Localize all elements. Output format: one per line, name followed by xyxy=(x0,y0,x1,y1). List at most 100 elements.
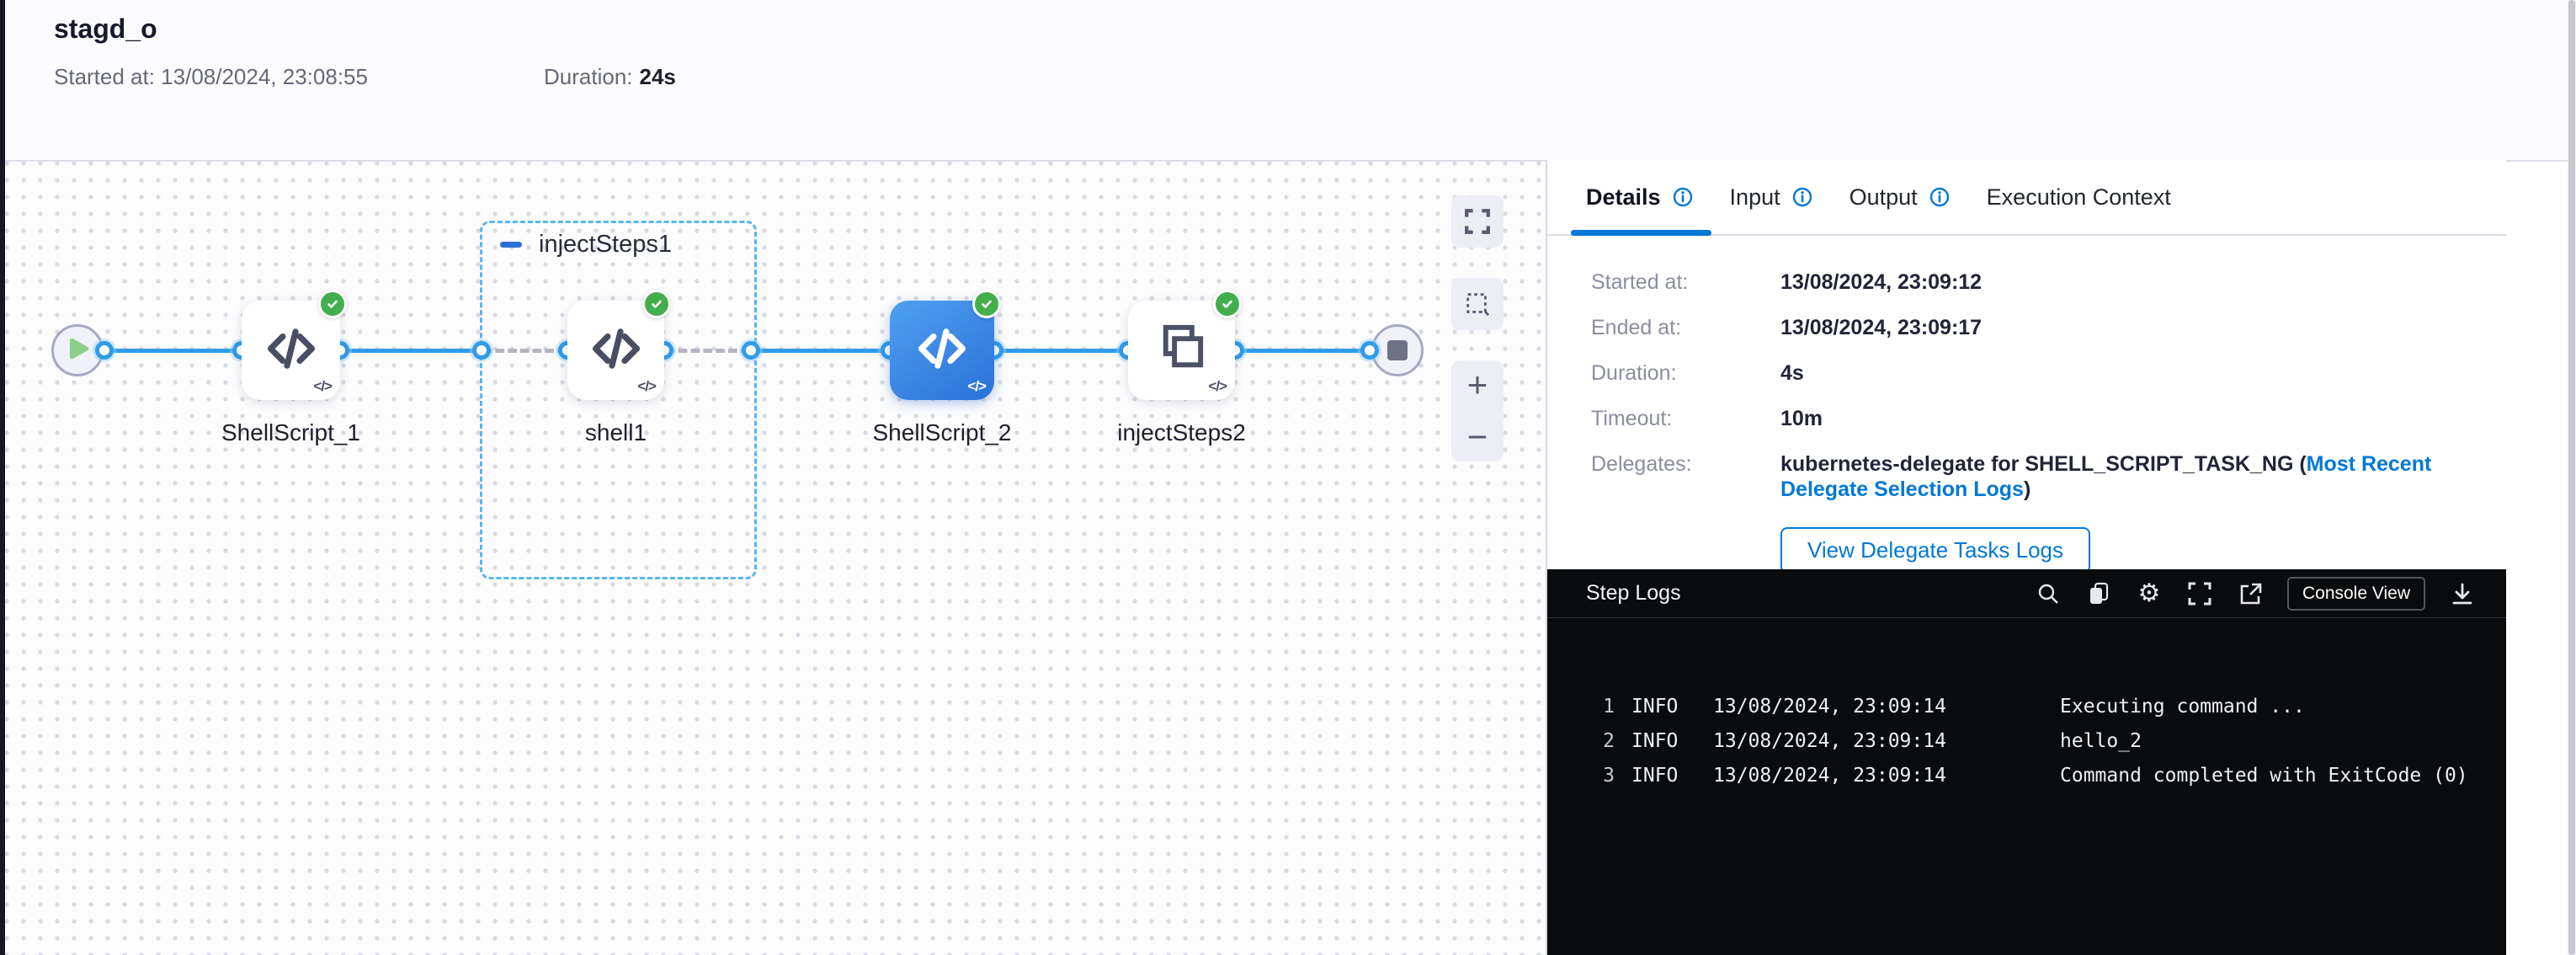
marquee-select-icon xyxy=(1464,291,1491,317)
stage-duration: Duration:24s xyxy=(544,64,676,90)
step-node-shellscript_2[interactable]: </> xyxy=(890,290,1001,400)
info-icon[interactable] xyxy=(1669,184,1696,211)
copy-logs-icon[interactable] xyxy=(2085,580,2112,607)
step-details-panel: Details Input Output Execution Context Star… xyxy=(1546,160,2506,955)
delegates-label: Delegates: xyxy=(1591,452,1692,476)
step-node-label: shell1 xyxy=(584,419,647,445)
step-icon-copy xyxy=(1151,317,1213,384)
detail-value: 10m xyxy=(1780,407,1823,430)
stage-duration-label: Duration: xyxy=(544,64,633,89)
open-in-new-icon[interactable] xyxy=(2237,580,2264,607)
tab-label: Output xyxy=(1849,184,1918,210)
step-group-header: injectSteps1 xyxy=(500,231,672,259)
log-level: INFO xyxy=(1631,764,1679,787)
delegate-selection-logs-link[interactable]: Most Recent Delegate Selection Logs xyxy=(1780,452,2432,501)
pipeline-start-node xyxy=(51,324,104,376)
left-edge-border xyxy=(0,0,5,955)
step-logs-header: Step Logs ⚙ Console View xyxy=(1547,569,2506,618)
pipeline-edge xyxy=(340,349,482,353)
detail-value: 13/08/2024, 23:09:17 xyxy=(1780,316,1983,339)
step-detail-tabs: Details Input Output Execution Context xyxy=(1547,160,2506,236)
detail-value: 4s xyxy=(1780,361,1804,385)
gear-icon: ⚙ xyxy=(2137,579,2161,607)
scrollbar-thumb[interactable] xyxy=(2568,0,2575,955)
collapse-group-icon[interactable] xyxy=(500,242,522,248)
log-timestamp: 13/08/2024, 23:09:14 xyxy=(1713,695,1946,718)
stop-icon xyxy=(1387,340,1408,360)
pipeline-edge-dashed xyxy=(664,349,751,353)
step-group-label: injectSteps1 xyxy=(539,231,672,258)
delegates-value-text: kubernetes-delegate for SHELL_SCRIPT_TAS… xyxy=(1780,452,2307,476)
info-icon[interactable] xyxy=(1926,184,1953,211)
canvas-marquee-select-button[interactable] xyxy=(1451,278,1504,330)
tab-execution-context[interactable]: Execution Context xyxy=(1970,160,2188,234)
console-view-button[interactable]: Console View xyxy=(2286,576,2425,611)
detail-label: Duration: xyxy=(1591,361,1677,385)
edge-connector-dot xyxy=(95,341,114,360)
zoom-in-button[interactable]: + xyxy=(1466,365,1488,404)
stage-header: stagd_o Started at: 13/08/2024, 23:08:55… xyxy=(5,0,2568,162)
search-logs-icon[interactable] xyxy=(2035,580,2062,607)
detail-label: Timeout: xyxy=(1591,407,1673,430)
tab-input[interactable]: Input xyxy=(1713,160,1833,234)
step-group-injectsteps1[interactable] xyxy=(480,221,757,579)
pipeline-edge xyxy=(751,349,890,353)
step-node-shell1[interactable]: </> xyxy=(567,290,671,400)
log-level: INFO xyxy=(1631,729,1679,752)
stage-started-at: Started at: 13/08/2024, 23:08:55 xyxy=(54,64,368,89)
detail-row: Ended at: 13/08/2024, 23:09:17 xyxy=(1591,315,2506,340)
stage-title: stagd_o xyxy=(54,13,157,44)
zoom-out-button[interactable]: − xyxy=(1466,417,1488,456)
view-delegate-tasks-logs-button[interactable]: View Delegate Tasks Logs xyxy=(1780,527,2091,574)
delegates-value-suffix: ) xyxy=(2023,478,2031,501)
pipeline-edge-dashed xyxy=(482,349,567,353)
play-icon xyxy=(62,333,93,368)
pipeline-edge xyxy=(1235,349,1370,353)
pipeline-canvas[interactable]: injectSteps1 </> ShellScript_1 </> shell1 </>… xyxy=(5,162,1546,955)
step-node-shellscript_1[interactable]: </> xyxy=(242,290,347,400)
download-logs-icon[interactable] xyxy=(2449,580,2476,607)
step-node-label: ShellScript_1 xyxy=(221,419,360,445)
expand-logs-icon[interactable] xyxy=(2186,580,2213,607)
stage-duration-value: 24s xyxy=(639,64,676,89)
step-node-label: injectSteps2 xyxy=(1117,419,1246,445)
step-icon-code xyxy=(261,318,322,383)
settings-icon[interactable]: ⚙ xyxy=(2136,579,2163,607)
delegates-value: kubernetes-delegate for SHELL_SCRIPT_TAS… xyxy=(1780,451,2462,502)
edge-connector-dot xyxy=(742,341,760,360)
detail-row: Started at:13/08/2024, 23:09:12 xyxy=(1591,269,2506,295)
detail-label: Ended at: xyxy=(1591,316,1682,339)
step-logs-title: Step Logs xyxy=(1586,581,1681,605)
log-timestamp: 13/08/2024, 23:09:14 xyxy=(1713,764,1946,787)
pipeline-end-node xyxy=(1371,324,1424,376)
detail-value: 13/08/2024, 23:09:12 xyxy=(1780,270,1983,294)
tab-output[interactable]: Output xyxy=(1833,160,1970,234)
detail-row: Timeout: 10m xyxy=(1591,406,2506,431)
info-icon[interactable] xyxy=(1789,184,1816,211)
pipeline-edge xyxy=(104,349,242,353)
success-badge xyxy=(318,290,347,318)
step-logs-actions: ⚙ Console View xyxy=(2035,576,2476,611)
log-line-number: 3 xyxy=(1603,764,1615,787)
log-message: Executing command ... xyxy=(2060,695,2305,718)
canvas-fullscreen-button[interactable] xyxy=(1451,195,1504,248)
fullscreen-icon xyxy=(1464,208,1491,235)
log-level: INFO xyxy=(1631,695,1679,718)
log-timestamp: 13/08/2024, 23:09:14 xyxy=(1713,729,1946,752)
step-node-injectsteps2[interactable]: </> xyxy=(1128,290,1242,400)
step-type-glyph: </> xyxy=(1208,378,1227,394)
step-node-label: ShellScript_2 xyxy=(872,419,1012,445)
page-scrollbar[interactable] xyxy=(2568,0,2576,955)
step-type-glyph: </> xyxy=(313,378,333,394)
tab-details[interactable]: Details xyxy=(1569,160,1713,236)
tab-label: Input xyxy=(1729,184,1780,210)
pipeline-edge xyxy=(994,349,1128,353)
